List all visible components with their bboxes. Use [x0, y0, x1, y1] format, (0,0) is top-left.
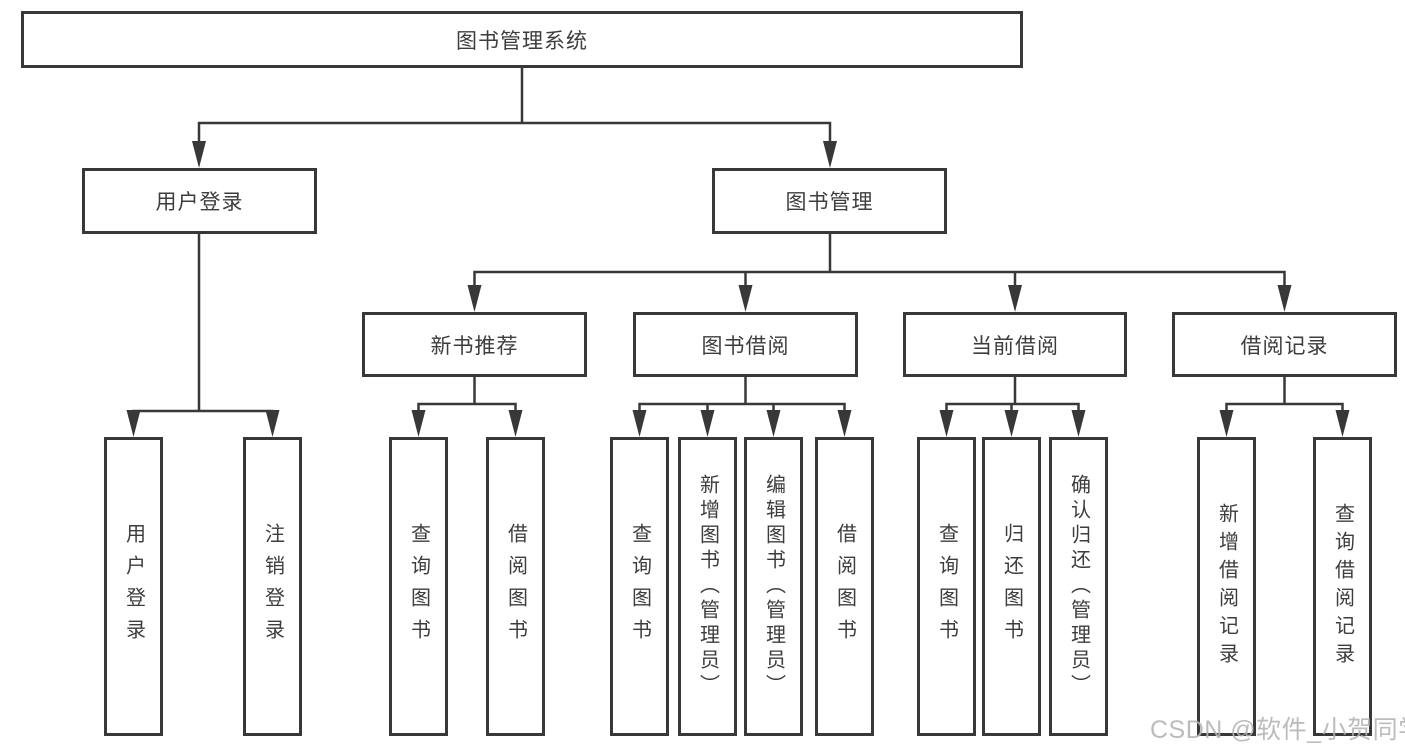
watermark-text: CSDN @软件_小贺同学: [1150, 716, 1405, 744]
node-query-books-recommend: 查询图书: [389, 437, 448, 736]
node-book-borrowing: 图书借阅: [633, 312, 858, 377]
node-user-login-action: 用户登录: [104, 437, 163, 736]
node-query-borrow-record: 查询借阅记录: [1313, 437, 1372, 736]
node-confirm-return-admin: 确认归还（管理员）: [1049, 437, 1108, 736]
node-borrowing-records: 借阅记录: [1172, 312, 1397, 377]
node-logout-action: 注销登录: [243, 437, 302, 736]
node-query-books-current: 查询图书: [917, 437, 976, 736]
node-borrow-books: 借阅图书: [815, 437, 874, 736]
node-user-login: 用户登录: [82, 168, 317, 234]
node-add-books-admin: 新增图书（管理员）: [678, 437, 737, 736]
node-add-borrow-record: 新增借阅记录: [1197, 437, 1256, 736]
node-query-books-borrow: 查询图书: [610, 437, 669, 736]
node-return-books: 归还图书: [982, 437, 1041, 736]
node-edit-books-admin: 编辑图书（管理员）: [744, 437, 803, 736]
node-library-management-system: 图书管理系统: [21, 11, 1023, 68]
node-book-management: 图书管理: [712, 168, 947, 234]
arrowheads: [126, 141, 1350, 437]
node-new-book-recommend: 新书推荐: [362, 312, 587, 377]
node-borrow-books-recommend: 借阅图书: [486, 437, 545, 736]
node-current-borrowing: 当前借阅: [903, 312, 1127, 377]
